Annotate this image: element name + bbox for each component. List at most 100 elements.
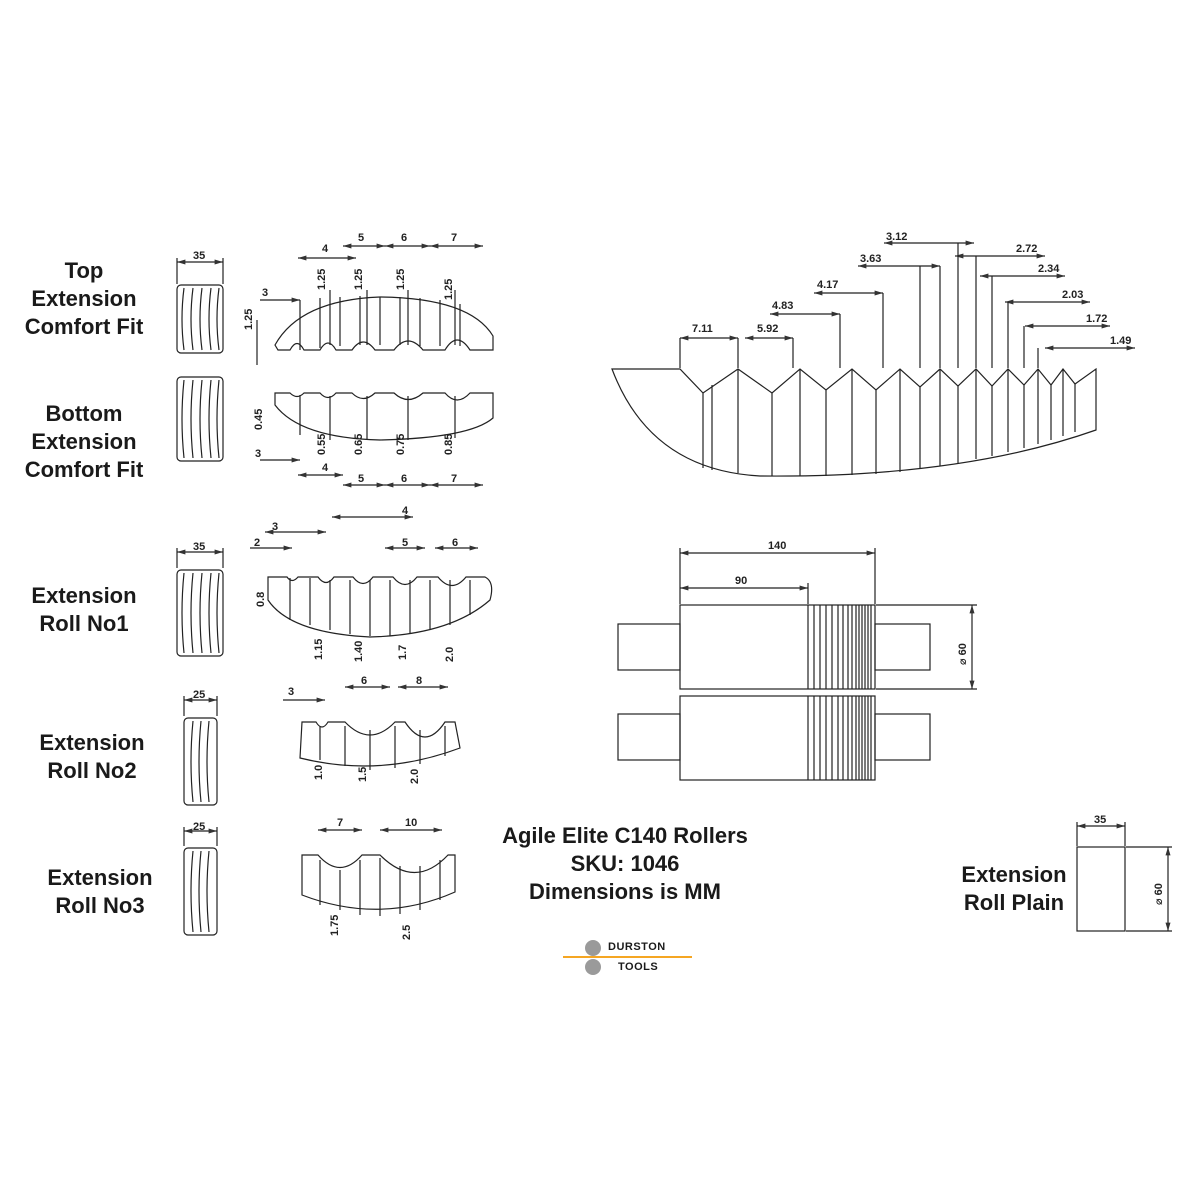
dim-top-d4: 1.25 <box>443 279 455 300</box>
dim-plain-width: 35 <box>1094 814 1106 826</box>
dim-roll3-w1: 10 <box>405 817 417 829</box>
dim-roll3-width: 25 <box>193 821 205 833</box>
dim-bottom-d0: 0.45 <box>253 409 265 430</box>
dim-bottom-w1: 4 <box>322 462 329 474</box>
label-roll-plain-l2: Roll Plain <box>963 890 1065 915</box>
dim-roll1-w3: 5 <box>402 537 408 549</box>
dim-roll1-d3: 1.7 <box>397 645 409 660</box>
roll3-profile <box>301 827 456 916</box>
dim-bottom-w0: 3 <box>255 448 261 460</box>
dim-top-w1: 4 <box>322 243 329 255</box>
dim-roll1-d1: 1.15 <box>313 639 325 660</box>
dim-roll2-w0: 3 <box>288 686 294 698</box>
dim-top-w4: 7 <box>451 232 457 244</box>
dim-roll1-w1: 3 <box>272 521 278 533</box>
label-roll-no2: Extension Roll No2 <box>22 729 162 785</box>
dim-top-d1: 1.25 <box>316 269 328 290</box>
dim-top-w2: 5 <box>358 232 364 244</box>
bottom-extension-side-view <box>176 376 224 462</box>
dim-bottom-w3: 6 <box>401 473 407 485</box>
dim-profile-5: 3.12 <box>886 231 907 243</box>
label-roll-plain: Extension Roll Plain <box>944 861 1084 917</box>
dim-roll1-w2: 4 <box>402 505 409 517</box>
dim-bottom-d1: 0.55 <box>316 434 328 455</box>
dim-roll1-d4: 2.0 <box>444 647 456 662</box>
dim-bottom-d3: 0.75 <box>395 434 407 455</box>
dim-top-width: 35 <box>193 250 205 262</box>
label-roll-no3-l2: Roll No3 <box>55 893 145 918</box>
dim-profile-9: 1.72 <box>1086 313 1107 325</box>
title-line-2: SKU: 1046 <box>570 851 680 876</box>
label-bottom-extension-l2: Extension <box>31 429 137 454</box>
dim-bottom-w4: 7 <box>451 473 457 485</box>
dim-roll2-width: 25 <box>193 689 205 701</box>
dim-roll2-d1: 1.5 <box>357 767 369 782</box>
durston-logo <box>563 940 692 975</box>
label-roll-no1-l1: Extension <box>31 583 137 608</box>
dim-top-d2: 1.25 <box>353 269 365 290</box>
roll3-side-view <box>183 827 218 936</box>
dim-top-d3: 1.25 <box>395 269 407 290</box>
dim-profile-10: 1.49 <box>1110 335 1131 347</box>
label-top-extension: Top Extension Comfort Fit <box>14 257 154 341</box>
dim-profile-4: 3.63 <box>860 253 881 265</box>
label-top-extension-l2: Extension <box>31 286 137 311</box>
label-bottom-extension: Bottom Extension Comfort Fit <box>14 400 154 484</box>
label-top-extension-l1: Top <box>64 258 104 283</box>
top-extension-profile <box>256 243 494 365</box>
dim-plain-diameter: ⌀ 60 <box>1153 883 1165 905</box>
dim-roll2-w1: 6 <box>361 675 367 687</box>
roll1-side-view <box>176 548 224 657</box>
logo-text-1: DURSTON <box>608 941 666 953</box>
label-bottom-extension-l3: Comfort Fit <box>24 457 144 482</box>
dim-bottom-w2: 5 <box>358 473 364 485</box>
roll1-profile <box>250 514 493 638</box>
dim-profile-8: 2.03 <box>1062 289 1083 301</box>
dim-roll3-d1: 2.5 <box>401 925 413 940</box>
dim-top-d0: 1.25 <box>243 309 255 330</box>
label-roll-no3-l1: Extension <box>47 865 153 890</box>
dim-top-w3: 6 <box>401 232 407 244</box>
label-roll-no3: Extension Roll No3 <box>30 864 170 920</box>
label-roll-plain-l1: Extension <box>961 862 1067 887</box>
label-top-extension-l3: Comfort Fit <box>24 314 144 339</box>
roll-plain-view <box>1076 822 1172 932</box>
title-line-3: Dimensions is MM <box>529 879 721 904</box>
roll2-profile <box>283 684 461 770</box>
dim-roll3-d0: 1.75 <box>329 915 341 936</box>
bottom-extension-profile <box>260 392 494 488</box>
dim-shaft-diameter: ⌀ 60 <box>957 643 969 665</box>
roll2-side-view <box>183 696 218 806</box>
dim-shaft-body: 90 <box>735 575 747 587</box>
dim-top-w0: 3 <box>262 287 268 299</box>
label-roll-no1: Extension Roll No1 <box>14 582 154 638</box>
dim-profile-2: 4.83 <box>772 300 793 312</box>
dim-bottom-d4: 0.85 <box>443 434 455 455</box>
top-extension-side-view <box>176 258 224 354</box>
dim-shaft-length: 140 <box>768 540 786 552</box>
dim-bottom-d2: 0.65 <box>353 434 365 455</box>
dim-profile-6: 2.72 <box>1016 243 1037 255</box>
dim-roll1-w0: 2 <box>254 537 260 549</box>
label-bottom-extension-l1: Bottom <box>45 401 123 426</box>
dim-roll2-w2: 8 <box>416 675 422 687</box>
dim-roll1-width: 35 <box>193 541 205 553</box>
shaft-assembly <box>617 548 977 781</box>
dim-roll3-w0: 7 <box>337 817 343 829</box>
label-roll-no2-l1: Extension <box>39 730 145 755</box>
dim-roll1-d0: 0.8 <box>255 592 267 607</box>
dim-roll2-d2: 2.0 <box>409 769 421 784</box>
dim-roll2-d0: 1.0 <box>313 765 325 780</box>
large-profile <box>611 240 1135 477</box>
label-roll-no1-l2: Roll No1 <box>39 611 129 636</box>
dim-roll1-d2: 1.40 <box>353 641 365 662</box>
logo-text-2: TOOLS <box>618 961 659 973</box>
title-block: Agile Elite C140 Rollers SKU: 1046 Dimen… <box>470 822 780 906</box>
label-roll-no2-l2: Roll No2 <box>47 758 137 783</box>
dim-roll1-w4: 6 <box>452 537 458 549</box>
dim-profile-7: 2.34 <box>1038 263 1060 275</box>
dim-profile-1: 5.92 <box>757 323 778 335</box>
title-line-1: Agile Elite C140 Rollers <box>502 823 748 848</box>
dim-profile-3: 4.17 <box>817 279 838 291</box>
